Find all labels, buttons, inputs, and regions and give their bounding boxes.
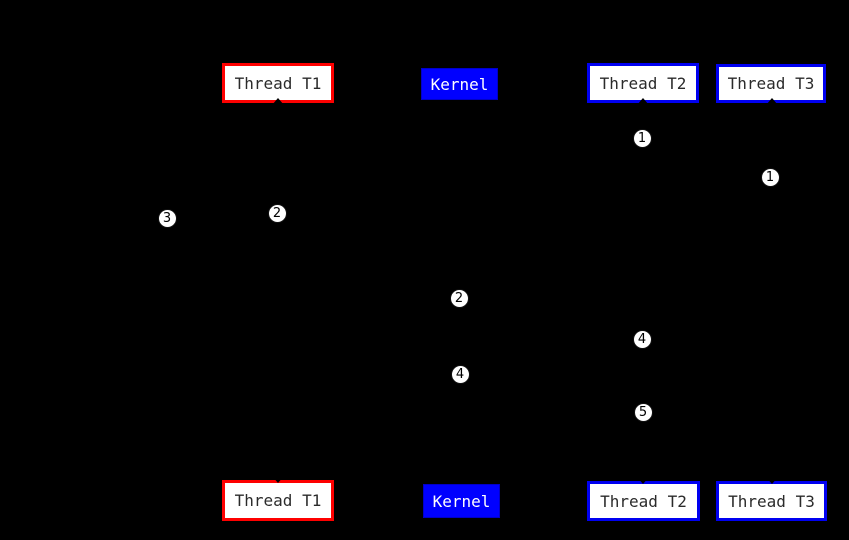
participant-label: Thread T2 (600, 491, 687, 511)
lifeline-arrowhead-icon (272, 98, 284, 105)
participant-box-thread-t2-bottom: Thread T2 (587, 481, 700, 521)
step-marker-number: 4 (455, 366, 465, 382)
lifeline-arrowhead-icon (272, 476, 284, 483)
participant-label: Kernel (432, 491, 491, 511)
participant-label: Thread T3 (727, 74, 815, 93)
participant-label: Kernel (430, 74, 489, 94)
step-marker-3: 3 (157, 208, 177, 228)
participant-label: Thread T1 (234, 73, 322, 93)
step-marker-number: 2 (454, 290, 464, 306)
lifeline-arrowhead-icon (766, 98, 778, 105)
lifeline-arrowhead-icon (637, 477, 649, 484)
participant-label: Thread T2 (599, 73, 687, 93)
participant-box-thread-t1-bottom: Thread T1 (222, 480, 334, 521)
step-marker-number: 1 (637, 130, 647, 146)
step-marker-number: 4 (637, 331, 647, 347)
step-marker-number: 1 (765, 169, 775, 185)
participant-box-thread-t3-bottom: Thread T3 (716, 481, 827, 521)
step-marker-1: 1 (760, 167, 780, 187)
participant-box-thread-t3-top: Thread T3 (716, 64, 826, 103)
step-marker-2: 2 (449, 288, 469, 308)
participant-label: Thread T3 (728, 491, 815, 511)
step-marker-4: 4 (450, 364, 470, 384)
participant-label: Thread T1 (234, 491, 322, 510)
lifeline-arrowhead-icon (766, 477, 778, 484)
participant-box-thread-t1-top: Thread T1 (222, 63, 334, 103)
step-marker-number: 5 (638, 404, 648, 420)
participant-box-kernel-bottom: Kernel (423, 484, 500, 518)
step-marker-5: 5 (633, 402, 653, 422)
participant-box-thread-t2-top: Thread T2 (587, 63, 699, 103)
step-marker-1: 1 (632, 128, 652, 148)
step-marker-number: 3 (162, 210, 172, 226)
lifeline-arrowhead-icon (637, 98, 649, 105)
step-marker-4: 4 (632, 329, 652, 349)
step-marker-number: 2 (272, 205, 282, 221)
participant-box-kernel-top: Kernel (421, 68, 498, 100)
step-marker-2: 2 (267, 203, 287, 223)
